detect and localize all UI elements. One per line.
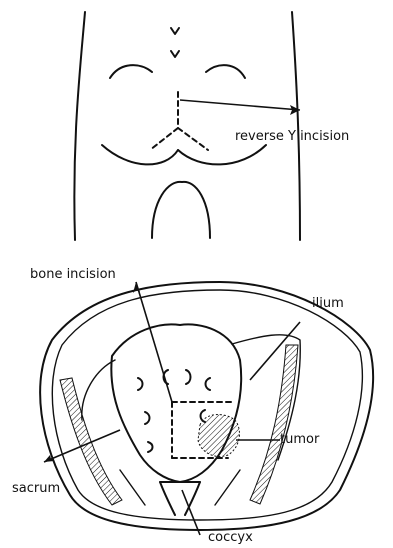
bone-incision-label: bone incision — [30, 267, 116, 282]
pelvis-outline-drawing — [40, 282, 373, 530]
reverse-y-incision — [150, 92, 208, 150]
tumor-mass — [198, 415, 239, 457]
back-outline-drawing — [74, 12, 300, 240]
ilium-label: ilium — [312, 296, 344, 311]
reverse-y-incision-label: reverse Y incision — [235, 129, 349, 144]
coccyx-pointer-arrow — [182, 490, 200, 535]
tumor-label: tumor — [280, 432, 320, 447]
coccyx-label: coccyx — [208, 530, 253, 545]
bone-incision-pointer-arrow — [133, 282, 172, 402]
sacrum-label: sacrum — [12, 481, 60, 496]
reverse-y-pointer-arrow — [180, 100, 300, 115]
hatched-bone-right — [250, 345, 298, 504]
